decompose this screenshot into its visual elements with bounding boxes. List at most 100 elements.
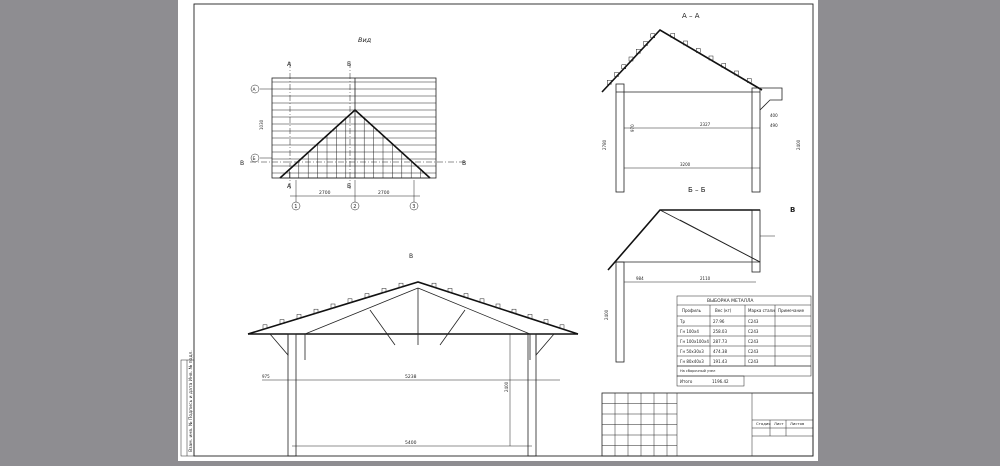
main-mark-v: В	[409, 253, 413, 260]
axis-label-a: А	[253, 87, 257, 93]
plan-hip-rafters	[289, 118, 421, 178]
dim-5400: 5400	[405, 440, 417, 446]
metal-grand-label: Итого	[680, 379, 693, 384]
truss-purlin	[262, 324, 268, 330]
dim-2400-aa: 2400	[796, 139, 801, 150]
dim-2700-right: 2700	[378, 190, 390, 196]
metal-cell: С243	[748, 359, 759, 364]
dim-5238: 5238	[405, 374, 417, 380]
title-block: Стадия Лист Листов	[601, 392, 814, 457]
metal-cell: Гн 80х40х3	[680, 359, 704, 364]
section-mark-b-bottom: Б	[347, 183, 351, 190]
col-header-weight: Вес (кг)	[715, 308, 732, 313]
truss-purlins	[262, 282, 565, 330]
truss-purlin	[495, 303, 501, 309]
section-aa-purlin	[650, 33, 655, 38]
metal-cell: 287.73	[713, 339, 727, 344]
sheet-frame	[193, 3, 814, 457]
section-aa-purlin	[747, 78, 752, 83]
axis-bubble-a	[250, 84, 260, 94]
section-aa-purlin	[636, 49, 641, 54]
dim-2780: 2780	[602, 139, 607, 150]
section-aa-purlin	[734, 70, 739, 76]
truss-purlin	[559, 324, 565, 330]
tb-sheet: Лист	[774, 421, 784, 426]
axis-label-b: Б	[253, 156, 256, 162]
section-mark-a-top: А	[287, 61, 292, 68]
truss-purlin	[398, 282, 404, 288]
axis-bubble-b	[250, 153, 260, 163]
truss-purlin	[479, 298, 485, 304]
dim-490: 490	[770, 123, 778, 128]
section-mark-v-left: В	[240, 160, 244, 167]
metal-table: ВЫБОРКА МЕТАЛЛА Профиль Вес (кг) Марка с…	[676, 295, 812, 387]
truss-purlin	[347, 298, 353, 304]
metal-cell: 474.38	[713, 349, 727, 354]
section-aa-purlin	[614, 72, 619, 77]
metal-grand-value: 1196.42	[712, 379, 729, 384]
truss-purlin	[463, 293, 469, 298]
dim-970: 970	[630, 124, 635, 132]
section-mark-b-top: Б	[347, 61, 351, 68]
dim-2327: 2327	[700, 122, 711, 127]
axis-label-3: 3	[412, 204, 415, 210]
dim-1030: 1030	[259, 119, 264, 130]
truss-purlin	[313, 308, 319, 314]
side-stamp: Взам. инв. № Подпись и дата Инв. № подл.	[180, 350, 195, 457]
metal-cell: С243	[748, 329, 759, 334]
metal-cell: Гн 100х100х4	[680, 339, 709, 344]
plan-view: Вид А Б А Б В В А Б 1030 2700 2700	[240, 36, 466, 211]
section-aa-purlin	[607, 80, 612, 85]
section-mark-a-bottom: А	[287, 183, 292, 190]
dim-400: 400	[770, 113, 778, 118]
metal-cell: 191.43	[713, 359, 727, 364]
truss-purlin	[296, 314, 302, 319]
section-aa-purlin	[621, 64, 626, 69]
section-aa-purlin	[628, 56, 634, 62]
section-aa-purlin	[670, 33, 675, 38]
dim-3200: 3200	[680, 162, 691, 167]
section-aa-purlin	[696, 48, 701, 53]
main-elevation: В 975 5238 5400 2400	[247, 253, 579, 457]
title-block-grid	[602, 393, 813, 456]
metal-cell: Гн 50х30х3	[680, 349, 704, 354]
truss-purlin	[279, 319, 285, 324]
metal-cell: С243	[748, 349, 759, 354]
dim-2400-main: 2400	[504, 381, 509, 392]
truss-purlin	[431, 282, 437, 288]
truss-purlin	[511, 308, 517, 314]
view-title: Вид	[358, 36, 372, 44]
dim-2400-bb: 2400	[604, 309, 609, 320]
axis-label-1: 1	[294, 204, 297, 210]
col-header-profile: Профиль	[682, 308, 702, 313]
axis-bubble-2	[350, 201, 360, 211]
dim-2110: 2110	[700, 276, 711, 281]
truss-purlin	[381, 288, 387, 293]
metal-cell: Тр	[679, 319, 685, 324]
metal-cell: С243	[748, 339, 759, 344]
metal-cell: 27.96	[713, 319, 725, 324]
col-header-note: Примечание	[778, 308, 805, 313]
section-aa-purlin	[643, 41, 648, 46]
section-aa-title: А – А	[682, 12, 700, 20]
truss-purlin	[447, 288, 453, 293]
truss-purlin	[364, 293, 370, 298]
metal-cell: 258.03	[713, 329, 727, 334]
axis-bubble-1	[291, 201, 301, 211]
truss-purlin	[330, 303, 336, 309]
dim-984: 984	[636, 276, 644, 281]
truss-purlin	[527, 314, 533, 319]
metal-cell: С243	[748, 319, 759, 324]
paper	[178, 0, 818, 461]
tb-stage: Стадия	[756, 421, 771, 426]
metal-total-label: На сборочный узел	[680, 369, 715, 373]
dim-2700-left: 2700	[319, 190, 331, 196]
section-bb-title: Б – Б	[688, 186, 706, 194]
section-aa-purlin	[708, 55, 714, 61]
section-bb: Б – Б В 984 2110 2400	[604, 186, 795, 363]
metal-table-title: ВЫБОРКА МЕТАЛЛА	[707, 298, 754, 304]
section-bb-mark-v: В	[790, 206, 795, 214]
